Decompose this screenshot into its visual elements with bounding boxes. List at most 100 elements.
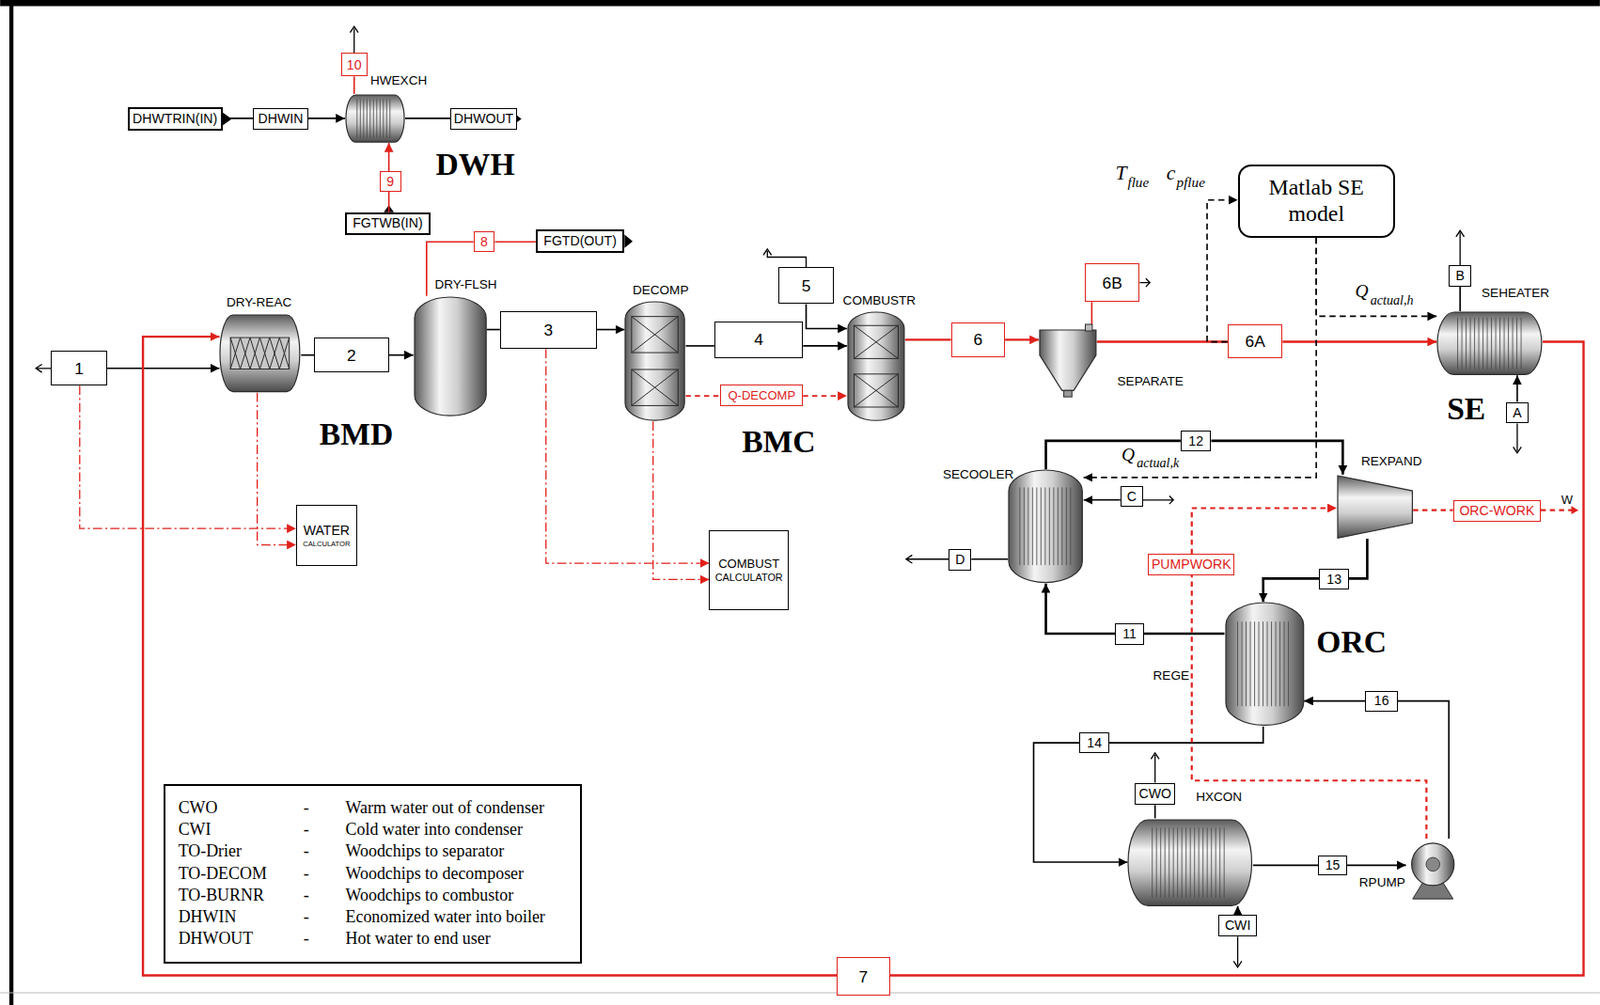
equipment-icon (1007, 469, 1083, 584)
stream-line (1237, 906, 1240, 915)
tube-line (379, 98, 381, 139)
packing-hatch (269, 337, 280, 369)
signal-symbol: Q (1354, 282, 1368, 301)
tube-line (1190, 827, 1192, 898)
stream-box: 6A (1227, 324, 1284, 359)
boundary-box: FGTWB(IN) (345, 212, 431, 236)
pump-impeller (1426, 857, 1441, 872)
equipment-name: REXPAND (1361, 454, 1423, 469)
frame-left (9, 0, 14, 1005)
tube-line (1220, 827, 1222, 898)
equipment-icon (219, 313, 301, 393)
stream-number: DHWIN (258, 111, 304, 126)
stream-number: 10 (346, 58, 362, 73)
cyclone-outlet (1064, 391, 1073, 398)
stream-line (486, 329, 501, 331)
equipment-icon (1224, 601, 1305, 726)
equipment-icon (1436, 311, 1543, 376)
stream-line (653, 421, 710, 580)
packing-hatch (260, 337, 270, 369)
stream-line (1253, 864, 1318, 867)
stream-line (1046, 440, 1181, 470)
stream-box: 13 (1318, 568, 1349, 591)
stream-line (889, 342, 1584, 976)
turbine-body (1337, 475, 1412, 538)
stream-number: 12 (1188, 434, 1204, 449)
stream-box: 2 (313, 337, 389, 373)
equipment-icon (624, 300, 686, 422)
stream-box: 6B (1084, 263, 1141, 302)
packing-hatch (231, 337, 241, 369)
vessel-body (1225, 602, 1304, 725)
tube-line (1470, 317, 1472, 370)
stream-line (1397, 701, 1449, 839)
equipment-name: DRY-FLSH (434, 278, 497, 292)
stream-line (1109, 726, 1264, 743)
stream-line (1263, 578, 1320, 602)
tube-line (1237, 622, 1239, 707)
tube-line (1283, 622, 1285, 707)
feed-arrow (1233, 936, 1242, 968)
stream-box: DHWIN (252, 108, 309, 130)
frame-bottom (0, 991, 1600, 993)
equipment-icon (1336, 474, 1413, 539)
boundary-name: FGTWB(IN) (352, 216, 423, 231)
stream-box: DHWOUT (450, 108, 517, 130)
equipment-name: SEHEATER (1481, 286, 1550, 300)
tube-line (1053, 487, 1055, 566)
legend-cell: - (303, 862, 331, 885)
legend-cell: TO-DECOM (178, 862, 289, 885)
calculator-name: CALCULATOR (715, 572, 784, 583)
stream-line (802, 345, 848, 347)
tube-line (1057, 487, 1059, 566)
boundary-name: FGTD(OUT) (543, 234, 617, 249)
boundary-name: DHWTRIN(IN) (132, 111, 218, 126)
tube-line (1487, 317, 1489, 370)
stream-line (1303, 700, 1365, 703)
stream-line (1154, 804, 1157, 818)
tube-line (1194, 827, 1196, 898)
stream-box: 4 (714, 321, 803, 359)
stream-number: CWO (1138, 786, 1171, 801)
stream-number: 16 (1374, 693, 1390, 708)
tube-line (1156, 827, 1158, 898)
legend-cell: CWO (178, 797, 289, 819)
stream-number: D (955, 552, 965, 567)
equipment: REXPAND (1336, 474, 1413, 539)
tube-line (373, 98, 375, 139)
tube-line (1023, 487, 1025, 566)
tube-line (1482, 317, 1484, 370)
legend-table: CWO-Warm water out of condenserCWI-Cold … (163, 784, 582, 964)
stream-line (142, 336, 837, 975)
equipment-name: RPUMP (1359, 876, 1406, 890)
tube-line (1266, 622, 1268, 707)
equipment-name: DRY-REAC (226, 296, 292, 310)
tube-line (1507, 317, 1509, 370)
stream-line (685, 394, 721, 397)
stream-box: C (1120, 486, 1144, 508)
stream-line (1004, 338, 1039, 341)
calculator-block: COMBUSTCALCULATOR (708, 530, 789, 611)
stream-line (1412, 509, 1453, 512)
reactor-bed (853, 374, 898, 408)
stream-line (1207, 200, 1239, 343)
stream-line (389, 354, 414, 357)
vessel-body (1008, 470, 1083, 583)
tube-line (1186, 827, 1188, 898)
tube-line (1512, 317, 1514, 370)
calculator-name: WATER (303, 523, 350, 538)
stream-box: Q-DECOMP (720, 384, 803, 407)
section-label: DWH (435, 148, 515, 181)
tube-line (1164, 827, 1166, 898)
stream-box: 14 (1079, 732, 1109, 753)
reactor-bed (631, 316, 678, 353)
stream-box: 12 (1180, 430, 1212, 452)
equipment-name: COMBUSTR (843, 294, 917, 308)
tube-line (1070, 487, 1072, 566)
legend-cell: DHWIN (178, 906, 289, 928)
tube-line (1223, 827, 1225, 898)
stream-line (405, 117, 451, 120)
work-line (1540, 509, 1576, 512)
